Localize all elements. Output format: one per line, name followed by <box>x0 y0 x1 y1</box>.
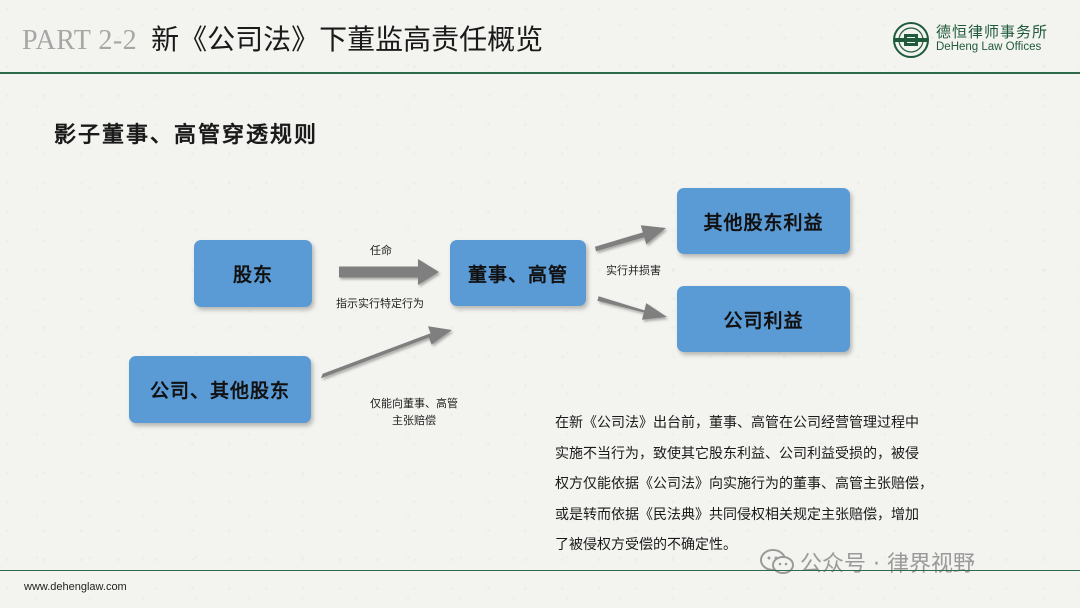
header-divider <box>0 72 1080 74</box>
label-claim-line1: 仅能向董事、高管 <box>370 397 458 410</box>
paragraph-line: 或是转而依据《民法典》共同侵权相关规定主张赔偿，增加 <box>555 506 919 523</box>
label-instruct: 指示实行特定行为 <box>336 297 424 310</box>
watermark: 公众号 · 律界视野 <box>760 546 975 578</box>
slide-title: PART 2-2 新《公司法》下董监高责任概览 <box>22 20 543 61</box>
wechat-icon <box>760 549 794 574</box>
label-harm: 实行并损害 <box>606 264 661 277</box>
box-directors-executives: 董事、高管 <box>450 240 586 306</box>
box-shareholder: 股东 <box>194 240 312 307</box>
paragraph-line: 实施不当行为，致使其它股东利益、公司利益受损的，被侵 <box>555 445 919 462</box>
logo-chinese-name: 德恒律师事务所 <box>936 23 1049 41</box>
firm-logo: 德恒律师事务所 DeHeng Law Offices <box>892 18 1062 62</box>
section-title: 影子董事、高管穿透规则 <box>54 122 319 148</box>
box-company-interest: 公司利益 <box>677 286 850 352</box>
explanation-paragraph: 在新《公司法》出台前，董事、高管在公司经营管理过程中 实施不当行为，致使其它股东… <box>555 408 975 561</box>
label-claim-line2: 主张赔偿 <box>392 414 436 427</box>
slide-header: PART 2-2 新《公司法》下董监高责任概览 德恒律师事务所 DeHeng La… <box>0 0 1080 72</box>
logo-english-name: DeHeng Law Offices <box>936 41 1042 53</box>
footer-url[interactable]: www.dehenglaw.com <box>24 581 127 593</box>
paragraph-line: 了被侵权方受偿的不确定性。 <box>555 537 737 553</box>
arrow-directors-to-company-interest <box>597 296 667 320</box>
arrow-company-to-directors <box>320 326 452 379</box>
label-claim: 仅能向董事、高管 主张赔偿 <box>354 395 474 429</box>
title-text: 新《公司法》下董监高责任概览 <box>151 23 544 56</box>
paragraph-line: 权方仅能依据《公司法》向实施行为的董事、高管主张赔偿， <box>555 476 933 492</box>
arrow-directors-to-other-shareholder-interest <box>594 225 666 252</box>
label-appoint: 任命 <box>370 244 392 257</box>
arrow-shareholder-to-directors <box>339 259 439 285</box>
box-company-other-shareholders: 公司、其他股东 <box>129 356 311 423</box>
part-label: PART 2-2 <box>22 25 138 56</box>
firm-emblem-icon <box>893 22 929 58</box>
paragraph-line: 在新《公司法》出台前，董事、高管在公司经营管理过程中 <box>555 415 919 431</box>
footer-divider <box>0 570 1080 571</box>
watermark-text: 公众号 · 律界视野 <box>800 552 975 577</box>
box-other-shareholder-interest: 其他股东利益 <box>677 188 850 254</box>
